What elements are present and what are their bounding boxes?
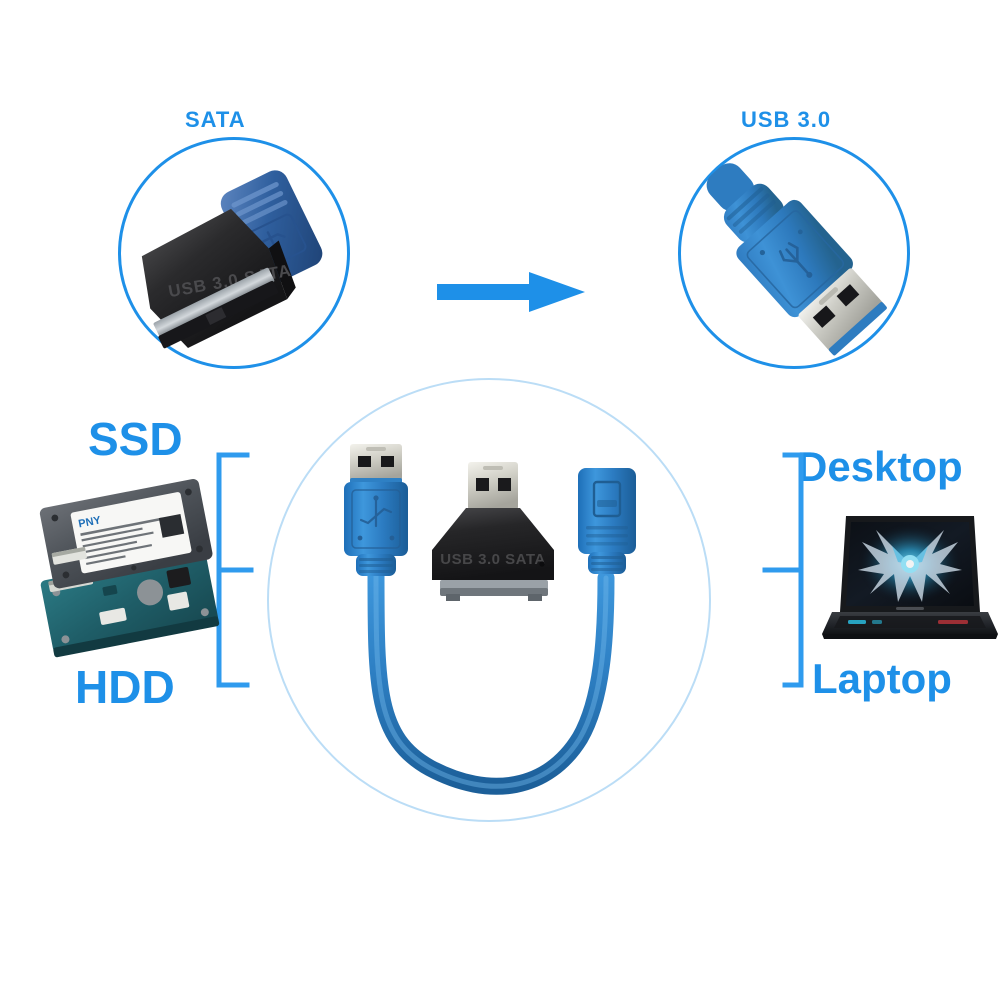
usb-30-label: USB 3.0 (741, 107, 832, 132)
laptop-computer-icon (818, 508, 1000, 650)
usb3-to-sata-adapter-cable-icon: USB 3.0 SATA (280, 438, 672, 806)
sata-circle-frame (118, 137, 350, 369)
desktop-label: Desktop (797, 443, 963, 490)
usb-a-male-plug-icon (698, 158, 894, 363)
sata-adapter-with-usb-plug: USB 3.0 SATA (432, 462, 554, 601)
usb-circle-frame (678, 137, 910, 369)
hdd-label: HDD (75, 661, 175, 713)
ssd-label: SSD (88, 413, 183, 465)
sata-label: SATA (185, 107, 246, 132)
usb-a-female-connector (578, 468, 636, 574)
right-arrow-icon (437, 272, 585, 312)
right-brace-bracket (755, 450, 815, 690)
svg-text:PNY: PNY (77, 514, 102, 530)
left-brace-bracket (205, 450, 265, 690)
center-circle-frame (267, 378, 711, 822)
usb-a-male-connector (344, 444, 408, 576)
sata-adapter-head-icon: USB 3.0 SATA (140, 168, 340, 363)
adapter-embossed-label: USB 3.0 SATA (440, 551, 545, 568)
ssd-hdd-drives-icon: PNY (38, 478, 224, 658)
laptop-label: Laptop (812, 655, 952, 702)
